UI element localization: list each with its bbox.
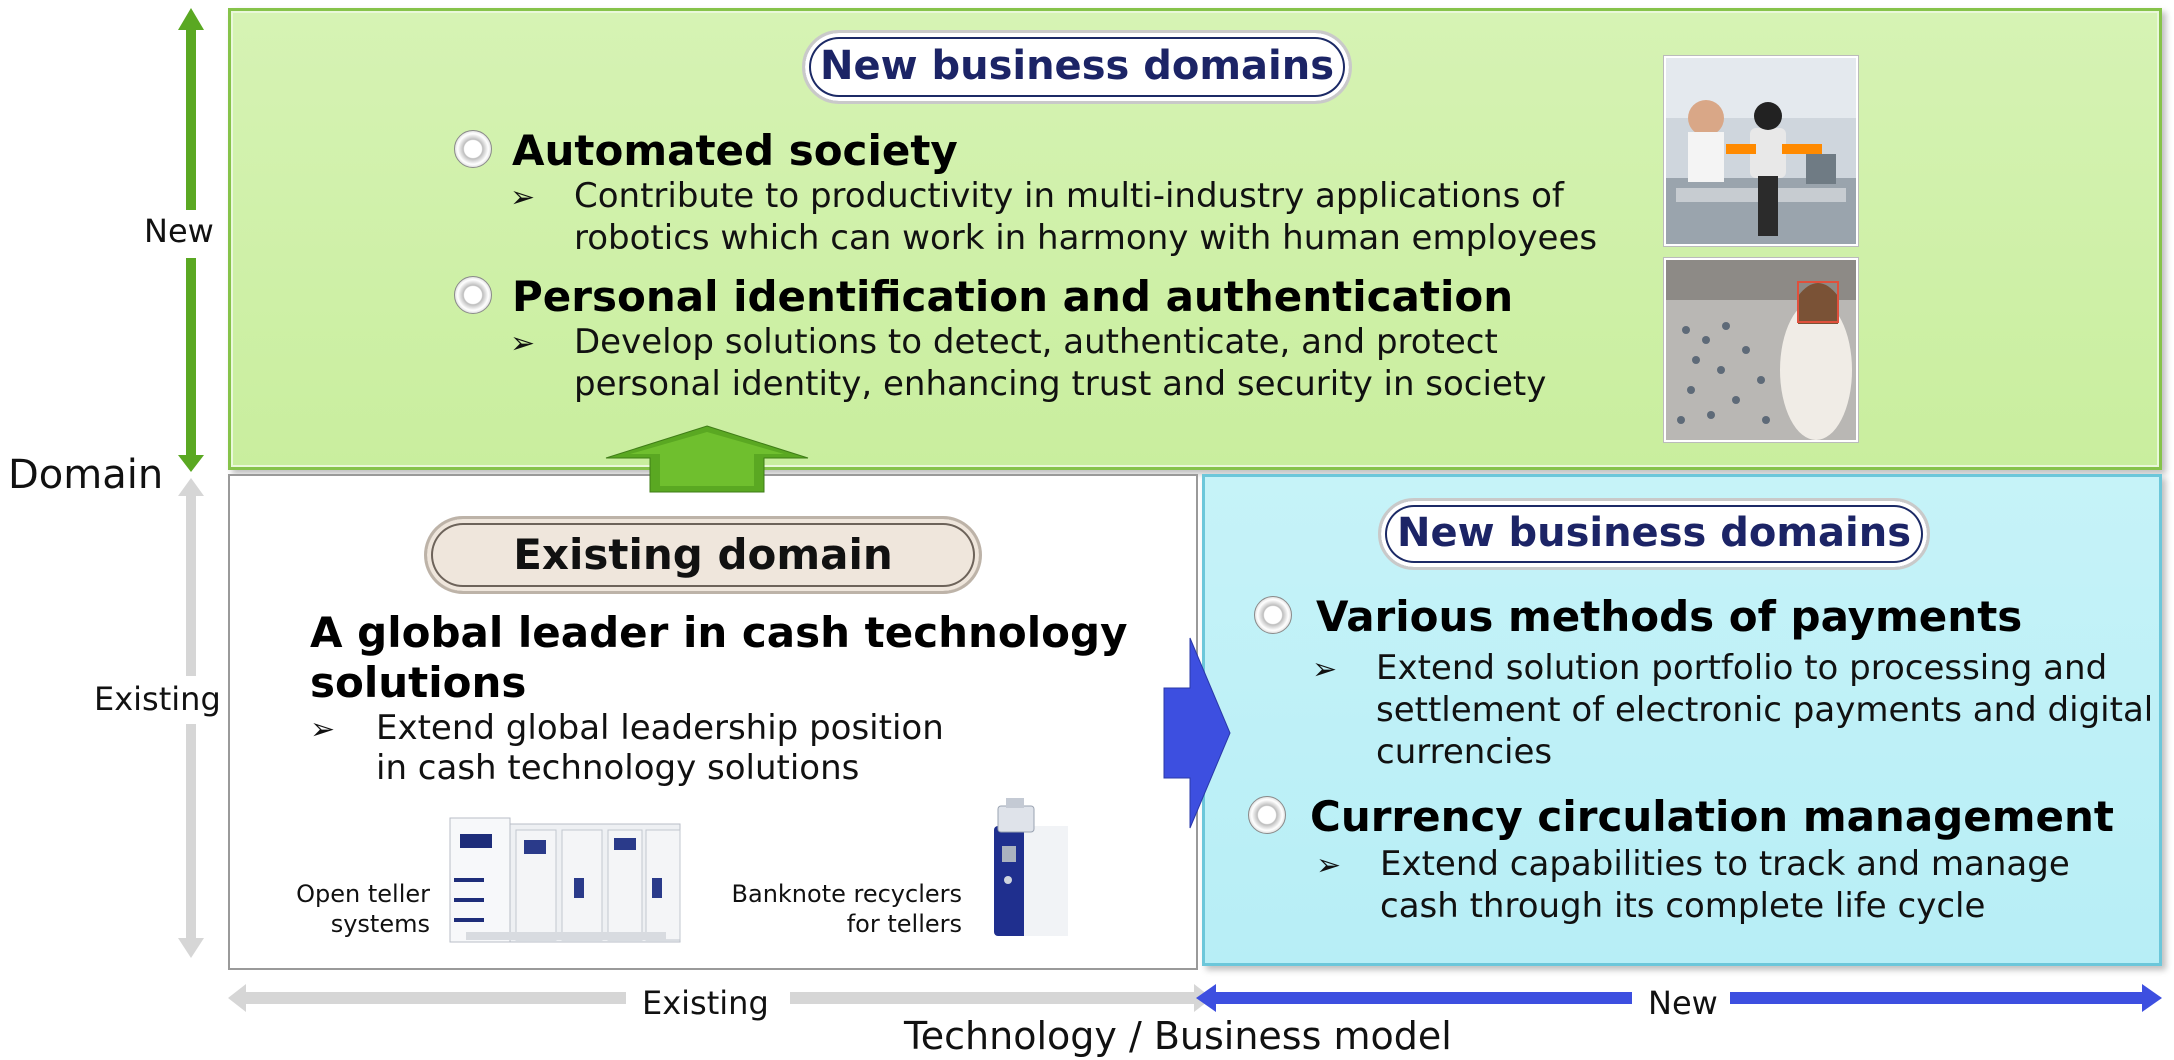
circle-bullet-icon bbox=[1248, 796, 1286, 834]
horizontal-axis-title: Technology / Business model bbox=[904, 1014, 1452, 1058]
payments-heading: Various methods of payments bbox=[1316, 592, 2023, 641]
arrowhead-bullet-icon: ➢ bbox=[1312, 652, 1338, 687]
currency-circulation-text-line1: Extend capabilities to track and manage bbox=[1380, 844, 2070, 884]
existing-domain-badge: Existing domain bbox=[424, 516, 982, 594]
personal-identification-heading: Personal identification and authenticati… bbox=[512, 272, 1514, 321]
blue-right-arrow bbox=[1163, 637, 1231, 829]
horizontal-existing-label-bg bbox=[626, 982, 790, 1018]
payments-text-line3: currencies bbox=[1376, 732, 1553, 772]
vertical-axis-title: Domain bbox=[8, 452, 164, 498]
vertical-new-label: New bbox=[144, 212, 214, 250]
vertical-existing-label: Existing bbox=[94, 680, 221, 718]
arrowhead-bullet-icon: ➢ bbox=[510, 326, 536, 361]
face-recognition-photo bbox=[1664, 258, 1858, 442]
circle-bullet-icon bbox=[1254, 596, 1292, 634]
cash-leader-text-line2: in cash technology solutions bbox=[376, 748, 860, 788]
cash-leader-heading-line1: A global leader in cash technology bbox=[310, 608, 1128, 657]
automated-society-text-line2: robotics which can work in harmony with … bbox=[574, 218, 1598, 258]
right-new-domains-badge-label: New business domains bbox=[1396, 510, 1912, 556]
open-teller-caption-line2: systems bbox=[330, 910, 430, 938]
vertical-existing-label-bg bbox=[92, 676, 222, 724]
horizontal-new-label-bg bbox=[1632, 982, 1730, 1018]
arrowhead-bullet-icon: ➢ bbox=[1316, 848, 1342, 883]
existing-domain-badge-label: Existing domain bbox=[513, 530, 893, 579]
circle-bullet-icon bbox=[454, 130, 492, 168]
payments-text-line2: settlement of electronic payments and di… bbox=[1376, 690, 2154, 730]
domain-label-bg bbox=[4, 452, 164, 500]
banknote-recycler-caption-line2: for tellers bbox=[846, 910, 962, 938]
arrowhead-bullet-icon: ➢ bbox=[510, 180, 536, 215]
horizontal-existing-label: Existing bbox=[642, 984, 769, 1022]
vertical-axis-arrows bbox=[178, 8, 204, 958]
personal-identification-text-line2: personal identity, enhancing trust and s… bbox=[574, 364, 1547, 404]
right-new-domains-badge: New business domains bbox=[1378, 498, 1930, 570]
top-new-domains-badge-label: New business domains bbox=[819, 43, 1335, 89]
circle-bullet-icon bbox=[454, 276, 492, 314]
cash-leader-text-line1: Extend global leadership position bbox=[376, 708, 944, 748]
robotics-photo bbox=[1664, 56, 1858, 246]
horizontal-axis-arrows bbox=[228, 984, 2162, 1012]
top-new-domains-badge: New business domains bbox=[802, 30, 1352, 104]
vertical-new-label-bg bbox=[140, 210, 220, 258]
personal-identification-text-line1: Develop solutions to detect, authenticat… bbox=[574, 322, 1498, 362]
horizontal-new-label: New bbox=[1648, 984, 1718, 1022]
currency-circulation-heading: Currency circulation management bbox=[1310, 792, 2114, 841]
banknote-recycler-image bbox=[994, 798, 1068, 936]
arrowhead-bullet-icon: ➢ bbox=[310, 712, 336, 747]
automated-society-text-line1: Contribute to productivity in multi-indu… bbox=[574, 176, 1564, 216]
green-up-arrow bbox=[605, 425, 809, 493]
automated-society-heading: Automated society bbox=[512, 126, 958, 175]
payments-text-line1: Extend solution portfolio to processing … bbox=[1376, 648, 2108, 688]
open-teller-machine-image bbox=[449, 817, 681, 943]
banknote-recycler-caption-line1: Banknote recyclers bbox=[731, 880, 962, 908]
open-teller-caption-line1: Open teller bbox=[296, 880, 430, 908]
currency-circulation-text-line2: cash through its complete life cycle bbox=[1380, 886, 1986, 926]
cash-leader-heading-line2: solutions bbox=[310, 658, 527, 707]
